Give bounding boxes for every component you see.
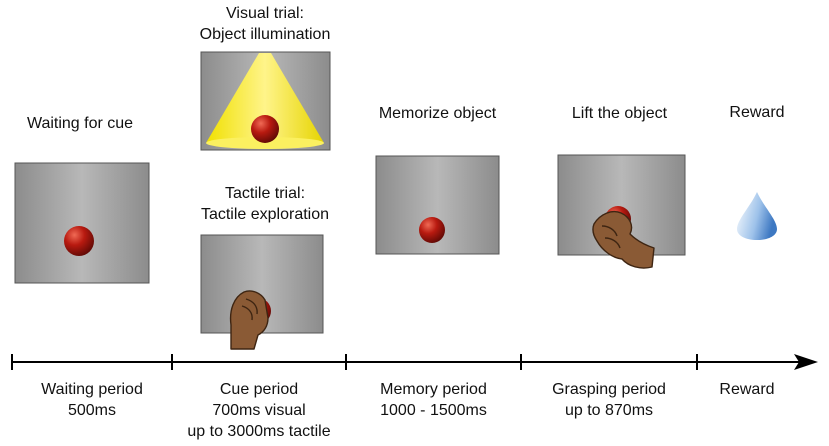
stage-label-line: Visual trial: bbox=[226, 5, 304, 22]
spotlight-icon bbox=[206, 53, 324, 143]
waiting-panel bbox=[14, 162, 150, 284]
stage-label-reward: Reward bbox=[729, 104, 785, 121]
period-duration: up to 3000ms tactile bbox=[187, 423, 331, 440]
stage-label-line: Tactile trial: bbox=[224, 185, 306, 202]
stage-label-tactile-trial: Tactile trial: Tactile exploration bbox=[170, 183, 360, 225]
red-ball-icon bbox=[251, 115, 279, 143]
arrow-head-icon bbox=[794, 354, 818, 370]
period-duration: 500ms bbox=[67, 402, 117, 419]
red-ball-icon bbox=[419, 217, 445, 243]
period-label-cue: Cue period 700ms visual up to 3000ms tac… bbox=[172, 379, 346, 442]
stage-label-line: Object illumination bbox=[199, 26, 331, 43]
hand-icon bbox=[592, 210, 655, 269]
red-ball-icon bbox=[64, 226, 94, 256]
period-name: Grasping period bbox=[552, 381, 666, 398]
stage-label-visual-trial: Visual trial: Object illumination bbox=[170, 3, 360, 45]
memory-panel bbox=[375, 155, 500, 255]
period-name: Reward bbox=[719, 381, 775, 398]
stage-label-line: Tactile exploration bbox=[200, 206, 330, 223]
period-name: Waiting period bbox=[41, 381, 143, 398]
tactile-trial-panel bbox=[200, 234, 324, 350]
stage-label-lift: Lift the object bbox=[571, 105, 668, 122]
reward-drop-icon bbox=[737, 192, 777, 240]
period-duration: up to 870ms bbox=[564, 402, 654, 419]
period-duration: 1000 - 1500ms bbox=[380, 402, 487, 419]
timeline-axis bbox=[11, 354, 818, 370]
stage-label-waiting: Waiting for cue bbox=[26, 115, 134, 132]
period-name: Memory period bbox=[380, 381, 487, 398]
period-duration: 700ms visual bbox=[212, 402, 306, 419]
hand-icon bbox=[229, 290, 269, 350]
period-label-memory: Memory period 1000 - 1500ms bbox=[346, 379, 521, 421]
period-label-waiting: Waiting period 500ms bbox=[12, 379, 172, 421]
period-name: Cue period bbox=[219, 381, 299, 398]
stage-label-memorize: Memorize object bbox=[378, 105, 497, 122]
period-label-grasping: Grasping period up to 870ms bbox=[521, 379, 697, 421]
period-label-reward: Reward bbox=[697, 379, 797, 400]
visual-trial-panel bbox=[200, 51, 331, 151]
grasping-panel bbox=[557, 154, 686, 269]
